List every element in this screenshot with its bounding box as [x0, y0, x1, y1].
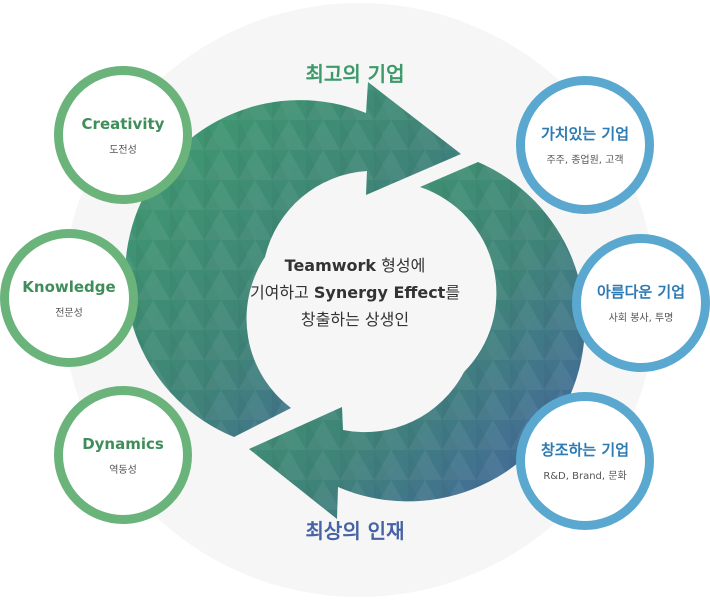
center-line-3: 창출하는 상생인 [300, 310, 410, 329]
ring-title: 아름다운 기업 [596, 283, 686, 301]
ring-valuable-company: 가치있는 기업 주주, 종업원, 고객 [516, 76, 654, 214]
ring-knowledge: Knowledge 전문성 [0, 229, 138, 367]
center-text: Teamwork 형성에 기여하고 Synergy Effect를 창출하는 상… [230, 252, 480, 333]
ring-dynamics: Dynamics 역동성 [54, 386, 192, 524]
ring-title: 가치있는 기업 [540, 125, 630, 143]
ring-subtitle: 주주, 종업원, 고객 [546, 155, 624, 166]
center-line-2: 기여하고 Synergy Effect를 [249, 283, 461, 302]
ring-title: 창조하는 기업 [540, 441, 630, 459]
ring-beautiful-company: 아름다운 기업 사회 봉사, 투명 [572, 234, 710, 372]
ring-subtitle: 사회 봉사, 투명 [608, 313, 674, 324]
ring-subtitle: 도전성 [109, 145, 137, 156]
ring-subtitle: 역동성 [109, 465, 137, 476]
ring-creative-company: 창조하는 기업 R&D, Brand, 문화 [516, 392, 654, 530]
ring-subtitle: 전문성 [55, 308, 83, 319]
ring-title: Knowledge [22, 278, 116, 296]
ring-title: Dynamics [82, 435, 164, 453]
ring-creativity: Creativity 도전성 [54, 66, 192, 204]
ring-subtitle: R&D, Brand, 문화 [543, 471, 627, 482]
center-line-1: Teamwork 형성에 [284, 256, 426, 275]
top-label: 최고의 기업 [305, 62, 405, 86]
bottom-label: 최상의 인재 [305, 519, 405, 543]
ring-title: Creativity [81, 115, 165, 133]
